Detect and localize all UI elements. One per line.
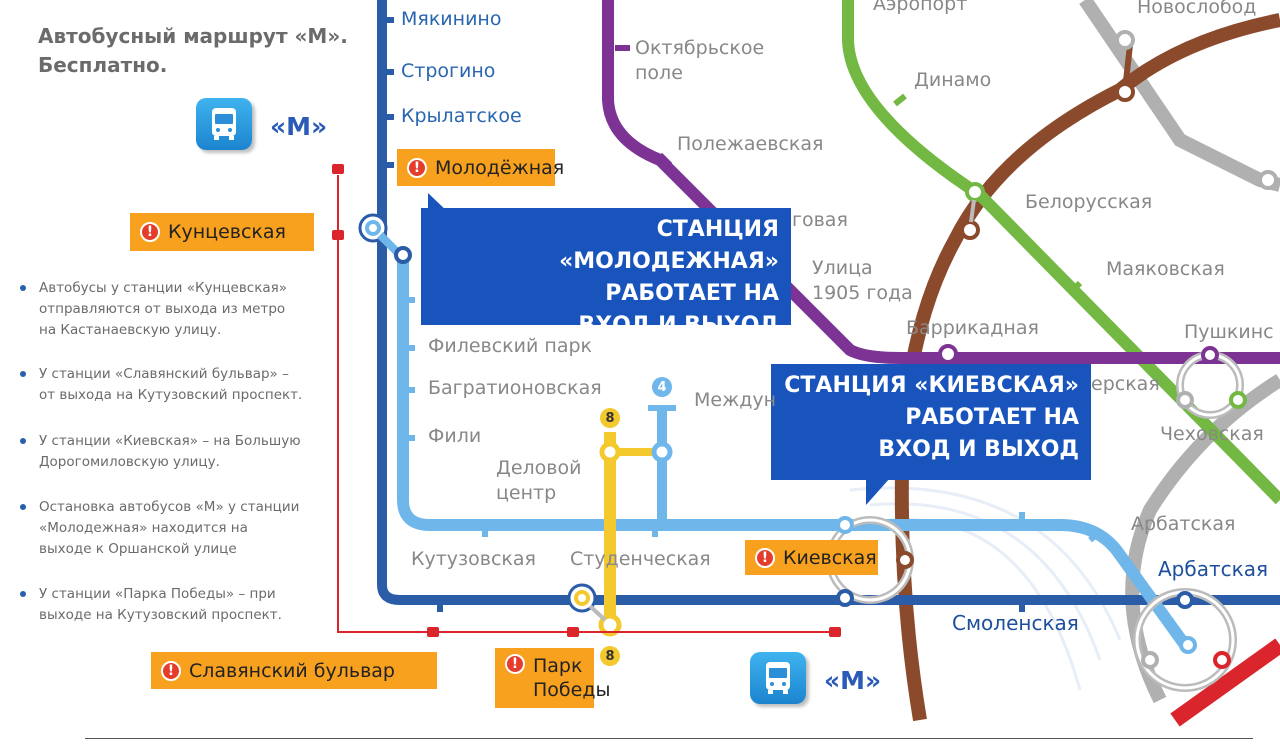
callout-molodezhnaya: СТАНЦИЯ «МОЛОДЕЖНАЯ» РАБОТАЕТ НА ВХОД И … [421,208,791,338]
info-item: У станции «Киевская» – на Большую Дорого… [20,431,320,473]
barrikadnaya-node [938,344,958,364]
bus-route-line [337,175,840,633]
bullet-icon [20,371,26,377]
belorusskaya-brown-node [960,220,980,240]
station-aeroport: Аэропорт [873,0,968,15]
light-blue-ticks [403,297,1102,543]
bus-stop-icons [332,164,841,637]
station-mayakovskaya: Маяковская [1106,258,1225,280]
novoslobodskaya-node [1115,30,1135,50]
station-begovaya: говая [792,209,848,231]
station-chekhovskaya: Чеховская [1160,423,1264,445]
line-8-badge: 8 [600,646,620,666]
line-2-green [842,0,1280,505]
warning-icon: ! [407,157,427,178]
station-myakinino: Мякинино [401,8,502,30]
station-dinamo: Динамо [914,69,992,91]
station-belorusskaya: Белорусская [1025,191,1153,213]
station-barrikadnaya: Баррикадная [906,317,1039,339]
bottom-divider [85,738,1253,739]
station-oktyabrskoe-pole: Октябрьское поле [635,37,765,84]
bus-icon [750,652,806,704]
green-ticks [893,93,1083,296]
delovoy-tsentr-yellow-node [599,441,621,463]
notice-slavyansky: ! Славянский бульвар [151,652,437,689]
bullet-icon [20,438,26,444]
bullet-icon [20,285,26,291]
info-item: Остановка автобусов «М» у станции «Молод… [20,497,320,561]
line-7-purple [602,0,1280,364]
station-bagrationovskaya: Багратионовская [428,377,602,399]
notice-kievskaya: ! Киевская [745,540,878,575]
warning-icon: ! [161,660,181,681]
delovoy-tsentr-blue-node [651,441,673,463]
bus-icon [196,98,252,150]
park-pobedy-yellow-node [598,613,622,637]
station-kutuzovskaya: Кутузовская [411,548,536,570]
station-filevsky-park: Филевский парк [428,335,592,357]
station-arbatskaya-light: Арбатская [1131,513,1236,535]
bus-route-label: «М» [270,112,328,141]
warning-icon: ! [140,222,160,242]
station-novoslobodskaya: Новослобод [1137,0,1257,18]
station-krasnopresnenskaya: ерская [1091,373,1160,395]
warning-icon: ! [755,547,775,568]
line-4-light-blue [397,255,1190,649]
info-item: У станции «Парка Победы» – при выходе на… [20,584,320,626]
station-fili: Фили [428,425,482,447]
station-polezhaevskaya: Полежаевская [677,133,824,155]
line-3-inner [370,0,440,614]
callout-kievskaya: СТАНЦИЯ «КИЕВСКАЯ» РАБОТАЕТ НА ВХОД И ВЫ… [771,364,1091,480]
belorusskaya-green-node [965,182,985,202]
notice-molodezhnaya: ! Молодёжная [397,149,564,186]
line-3-dark-blue [377,0,1280,605]
info-item: Автобусы у станции «Кунцевская» отправля… [20,278,320,342]
line-1-red [1170,638,1280,727]
line-4-badge: 4 [652,377,672,397]
notice-park-pobedy: ! Парк Победы [495,648,610,708]
notice-kuntsevskaya: ! Кунцевская [130,213,314,251]
station-pushkinskaya: Пушкинс [1184,321,1274,343]
dark-blue-ticks [382,17,1025,612]
warning-icon: ! [505,654,525,674]
bus-route-label: «М» [824,666,882,695]
line-8-badge: 8 [600,408,620,428]
kievskaya-callout-pointer [866,478,890,505]
station-delovoy-tsentr: Деловой центр [496,457,582,504]
page-title: Автобусный маршрут «М». Бесплатно. [38,24,348,77]
station-strogino: Строгино [401,60,496,82]
station-krylatskoe: Крылатское [401,105,522,127]
bullet-icon [20,591,26,597]
station-ulitsa-1905: Улица 1905 года [812,257,913,304]
station-mezhdunarodnaya: Междун [694,389,777,411]
bullet-icon [20,504,26,510]
info-item: У станции «Славянский бульвар» – от выхо… [20,364,320,406]
station-arbatskaya-blue: Арбатская [1158,557,1268,581]
background-arcs [849,486,1122,691]
station-smolenskaya: Смоленская [952,611,1079,635]
station-studencheskaya: Студенческая [570,548,711,570]
